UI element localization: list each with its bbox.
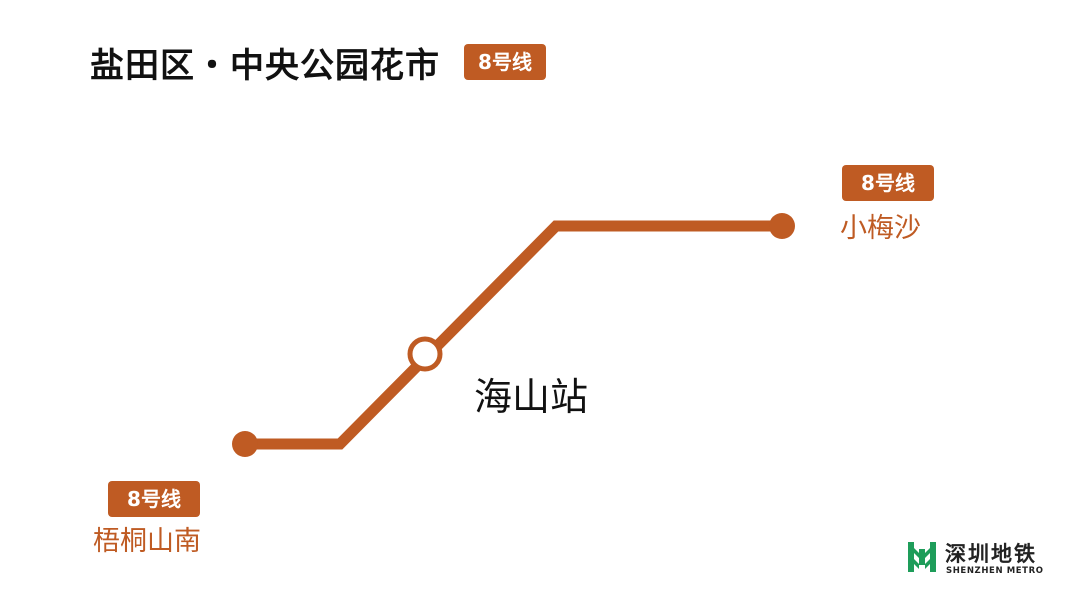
line-8-route: [239, 220, 788, 450]
west-terminal-label[interactable]: 梧桐山南: [93, 526, 201, 557]
east-terminal-label[interactable]: 小梅沙: [840, 213, 921, 244]
current-station-label[interactable]: 海山站: [474, 375, 589, 419]
page-title: 盐田区・中央公园花市: [90, 46, 440, 86]
logo-english-text: SHENZHEN METRO: [946, 566, 1044, 576]
station-dot-current[interactable]: [407, 336, 443, 372]
station-dot-east[interactable]: [769, 213, 795, 239]
east-terminal-line-badge: 8号线: [842, 165, 934, 201]
west-terminal-line-badge: 8号线: [108, 481, 200, 517]
logo-chinese-text: 深圳地铁: [945, 542, 1037, 566]
title-line-badge: 8号线: [464, 44, 546, 80]
station-dot-west[interactable]: [232, 431, 258, 457]
shenzhen-metro-logo: 深圳地铁 SHENZHEN METRO: [905, 538, 1055, 578]
shenzhen-metro-logo-icon: [908, 542, 936, 572]
